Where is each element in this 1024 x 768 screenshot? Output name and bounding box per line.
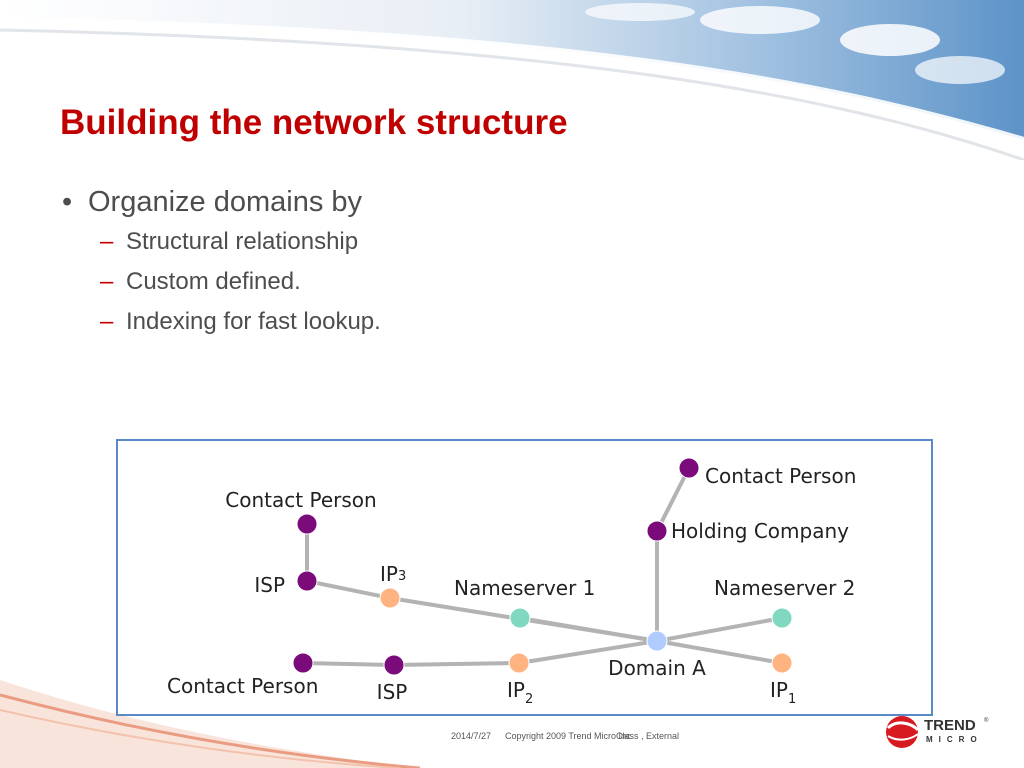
graph-node-label: Contact Person [167, 674, 318, 698]
sub-bullet-text: Custom defined. [126, 268, 301, 295]
graph-node-label: Nameserver 1 [454, 576, 595, 600]
graph-node-subscript: 1 [788, 692, 796, 707]
logo-text-trend: TREND [924, 717, 976, 734]
graph-node-subscript: 2 [525, 692, 533, 707]
graph-node-label: ISP [254, 573, 285, 597]
graph-node-label: ISP [377, 680, 408, 704]
graph-node-label: Domain A [608, 656, 706, 680]
bullet-item: • Organize domains by [62, 182, 381, 222]
sub-bullet-item: –Custom defined. [62, 262, 381, 302]
dash-marker: – [100, 228, 114, 255]
graph-node-isp-top [296, 570, 318, 592]
footer-classification: Class , External [616, 731, 680, 741]
graph-node-label: Contact Person [225, 488, 376, 512]
graph-node-ns2 [771, 607, 793, 629]
bullet-list: •Organize domains by –Structural relatio… [62, 182, 381, 342]
sub-bullet-item: –Structural relationship [62, 222, 381, 262]
graph-node-label: Contact Person [705, 464, 856, 488]
graph-node-ip1 [771, 652, 793, 674]
logo-text-micro: MICRO [926, 735, 983, 744]
graph-node-ns1 [509, 607, 531, 629]
logo-trademark: ® [984, 717, 989, 724]
graph-node-cp-left [296, 513, 318, 535]
graph-node-isp-bottom [383, 654, 405, 676]
graph-edge [306, 579, 391, 600]
graph-node-cp-bottom [292, 652, 314, 674]
graph-node-label: IP1 [770, 678, 796, 707]
graph-node-label: Holding Company [671, 519, 849, 543]
bullet-text: Organize domains by [88, 186, 363, 218]
graph-node-label: Nameserver 2 [714, 576, 855, 600]
dash-marker: – [100, 268, 114, 295]
graph-edge [302, 661, 395, 667]
bottom-swoosh [0, 680, 420, 768]
graph-node-cp-top-right [678, 457, 700, 479]
graph-node-subscript: 3 [398, 569, 406, 584]
sub-bullet-text: Structural relationship [126, 228, 359, 255]
sub-bullet-text: Indexing for fast lookup. [126, 308, 381, 335]
sky-banner [0, 0, 1024, 160]
graph-edge [518, 639, 658, 665]
footer-copyright: Copyright 2009 Trend Micro Inc. [505, 731, 634, 741]
graph-node-ip3 [379, 587, 401, 609]
graph-edge [393, 661, 520, 667]
graph-edge [656, 639, 783, 665]
trend-micro-logo: TREND ® MICRO [886, 716, 989, 748]
graph-node-holding [646, 520, 668, 542]
footer-date: 2014/7/27 [451, 731, 492, 741]
logo-ball-icon [886, 716, 918, 748]
graph-edge [519, 616, 658, 643]
graph-edge [655, 467, 691, 532]
graph-node-label: IP3 [380, 562, 406, 586]
graph-node-domain-a [646, 630, 668, 652]
slide-title: Building the network structure [60, 103, 568, 142]
sub-bullet-item: –Indexing for fast lookup. [62, 302, 381, 342]
graph-node-label: IP2 [507, 678, 533, 707]
dash-marker: – [100, 308, 114, 335]
graph-node-ip2 [508, 652, 530, 674]
graph-edge [656, 616, 783, 643]
bullet-marker: • [62, 186, 73, 218]
